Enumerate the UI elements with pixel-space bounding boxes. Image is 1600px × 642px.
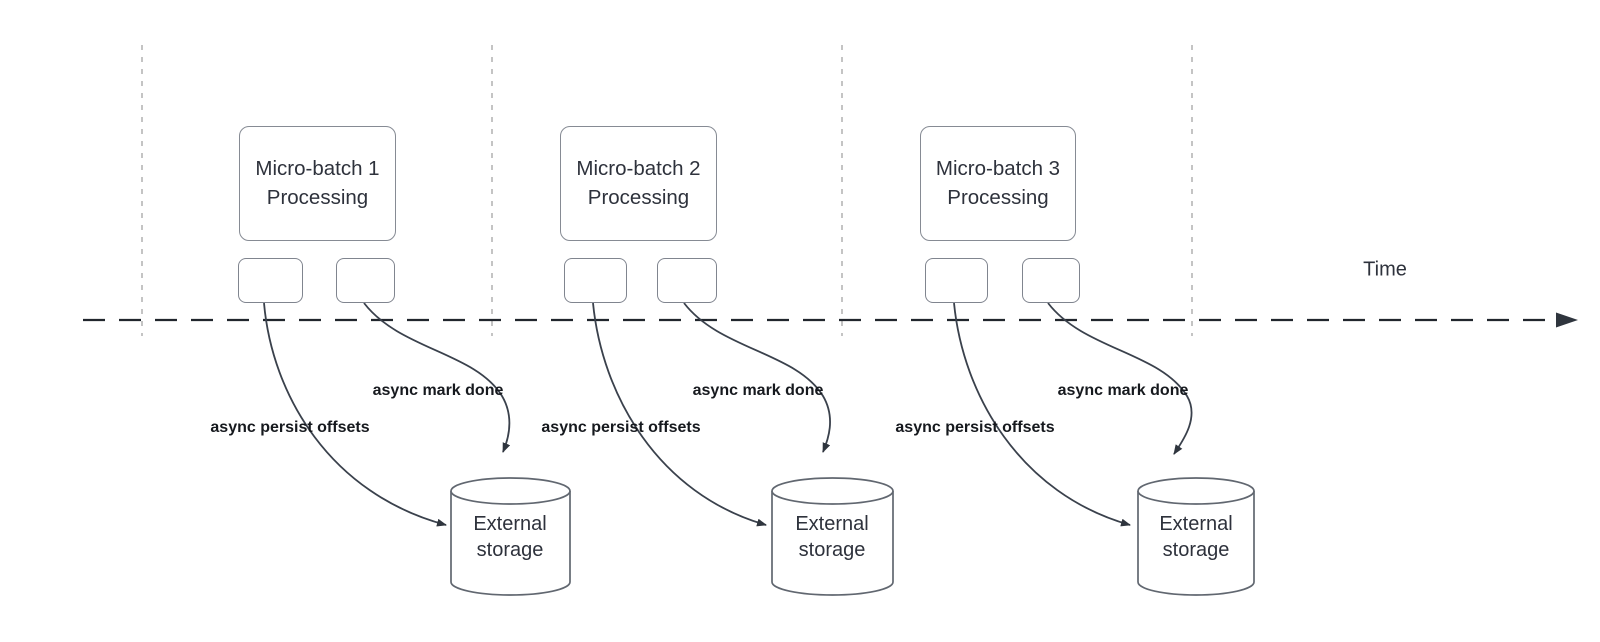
persist-task-box-3 <box>925 258 988 303</box>
persist-offsets-label-3: async persist offsets <box>895 419 1055 436</box>
external-storage-label-3: External storage <box>1159 513 1233 561</box>
persist-offsets-arrow-1 <box>263 302 447 527</box>
mark-done-arrow-3 <box>1047 302 1193 455</box>
mark-done-arrow-2 <box>683 302 831 453</box>
storage-cylinder-1-body <box>450 491 571 596</box>
external-storage-label-2: External storage <box>795 513 869 561</box>
storage-cylinder-2 <box>771 477 894 596</box>
mark-done-label-1: async mark done <box>372 382 504 399</box>
done-task-box-3 <box>1022 258 1080 303</box>
storage-cylinder-2-body <box>771 491 894 596</box>
storage-cylinder-2-top <box>771 477 894 505</box>
micro-batch-3-box: Micro-batch 3 Processing <box>920 126 1076 241</box>
persist-offsets-arrow-3 <box>953 302 1131 527</box>
mark-done-label-3: async mark done <box>1057 382 1189 399</box>
micro-batch-3-title: Micro-batch 3 Processing <box>935 157 1061 209</box>
persist-offsets-label-1: async persist offsets <box>210 419 370 436</box>
mark-done-label-2: async mark done <box>692 382 824 399</box>
micro-batch-1-box: Micro-batch 1 Processing <box>239 126 396 241</box>
mark-done-arrow-1 <box>363 302 511 453</box>
persist-task-box-2 <box>564 258 627 303</box>
persist-task-box-1 <box>238 258 303 303</box>
time-axis-arrowhead-icon <box>1556 312 1578 328</box>
time-axis-label: Time <box>1363 258 1407 281</box>
done-task-box-1 <box>336 258 395 303</box>
micro-batch-2-title: Micro-batch 2 Processing <box>576 157 701 209</box>
storage-cylinder-3-body <box>1137 491 1255 596</box>
storage-cylinder-1 <box>450 477 571 596</box>
persist-offsets-label-2: async persist offsets <box>541 419 701 436</box>
external-storage-label-1: External storage <box>473 513 547 561</box>
done-task-box-2 <box>657 258 717 303</box>
storage-cylinder-3-top <box>1137 477 1255 505</box>
micro-batch-1-title: Micro-batch 1 Processing <box>255 157 380 209</box>
persist-offsets-arrow-2 <box>592 302 767 527</box>
storage-cylinder-3 <box>1137 477 1255 596</box>
micro-batch-2-box: Micro-batch 2 Processing <box>560 126 717 241</box>
storage-cylinder-1-top <box>450 477 571 505</box>
